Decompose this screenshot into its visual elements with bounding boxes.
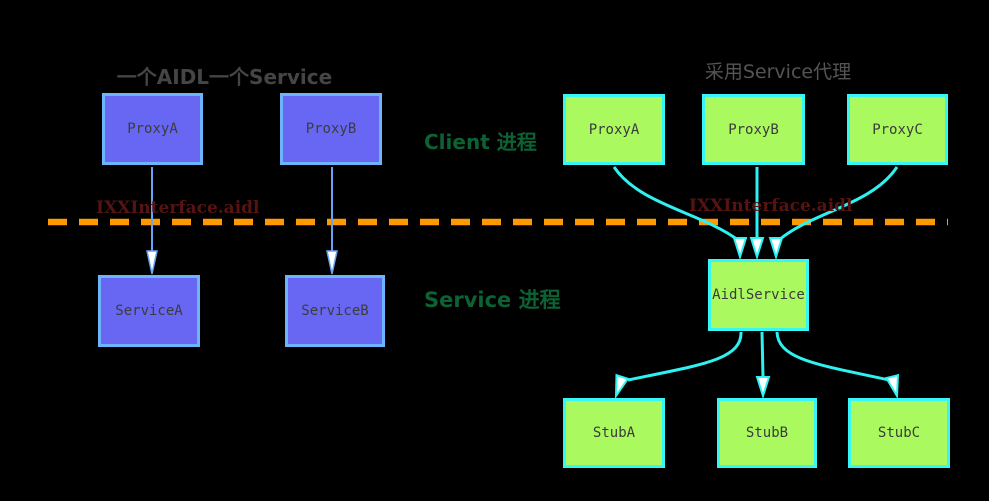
proxy-a-left-label: ProxyA [127, 121, 178, 137]
proxy-a-right-box: ProxyA [563, 94, 665, 165]
stub-c-label: StubC [877, 425, 921, 441]
client-process-label: Client 进程 [424, 130, 537, 154]
aidl-service-label: AidlService [712, 287, 805, 303]
proxy-b-left-box: ProxyB [280, 93, 382, 165]
stub-b-label: StubB [745, 425, 789, 441]
arrowhead-serviceb [326, 250, 338, 275]
aidl-service-box: AidlService [708, 259, 809, 331]
arrow-aidlservice-to-stubb [760, 331, 765, 378]
proxy-b-left-label: ProxyB [305, 121, 357, 137]
arrowhead-stubb [755, 376, 771, 400]
arrowhead-aidlservice-mid [749, 237, 765, 261]
service-b-label: ServiceB [301, 303, 369, 319]
arrow-aidlservice-to-stuba [627, 331, 743, 382]
arrowhead-stuba [614, 373, 630, 400]
service-b-box: ServiceB [285, 275, 385, 347]
service-a-box: ServiceA [98, 275, 200, 347]
proxy-b-right-box: ProxyB [702, 94, 805, 165]
left-section-title: 一个AIDL一个Service [116, 65, 333, 89]
interface-aidl-label-left: IXXInterface.aidl [96, 198, 260, 218]
stub-c-box: StubC [848, 398, 950, 468]
proxy-c-right-label: ProxyC [872, 121, 923, 138]
arrow-aidlservice-to-stubc [775, 331, 890, 382]
interface-aidl-label-right: IXXInterface.aidl [689, 196, 853, 216]
arrowhead-aidlservice-left [732, 237, 748, 261]
arrow-rproxya-to-aidlservice [612, 166, 739, 242]
proxy-c-right-box: ProxyC [847, 94, 948, 165]
service-process-label: Service 进程 [424, 288, 561, 312]
proxy-a-left-box: ProxyA [102, 93, 203, 165]
arrowhead-servicea [146, 250, 158, 275]
stub-a-box: StubA [563, 398, 665, 468]
arrowhead-stubc [884, 373, 900, 400]
service-a-label: ServiceA [115, 303, 183, 319]
stub-a-label: StubA [592, 425, 636, 441]
arrow-rproxyc-to-aidlservice [778, 166, 899, 242]
proxy-a-right-label: ProxyA [588, 121, 640, 138]
stub-b-box: StubB [717, 398, 817, 468]
right-section-title: 采用Service代理 [704, 61, 852, 83]
proxy-b-right-label: ProxyB [728, 121, 779, 138]
arrowhead-aidlservice-right [768, 237, 784, 261]
